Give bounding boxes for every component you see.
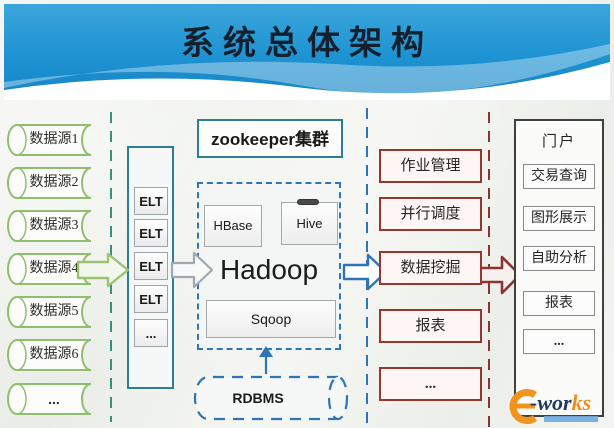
data-source-label: 数据源5 bbox=[29, 304, 79, 319]
rdbms-label: RDBMS bbox=[232, 390, 284, 406]
elt-box: ELT bbox=[134, 285, 168, 313]
elt-box: ... bbox=[134, 319, 168, 347]
data-source-label: 数据源3 bbox=[29, 218, 79, 233]
data-source-label: 数据源4 bbox=[29, 261, 79, 276]
stored-data-icon bbox=[7, 253, 92, 285]
portal-title: 门户 bbox=[541, 134, 576, 150]
elt-box: ELT bbox=[134, 219, 168, 247]
stored-data-icon bbox=[7, 124, 92, 156]
hadoop-label: Hadoop bbox=[219, 254, 319, 285]
page-title: 系统总体架构 bbox=[181, 26, 433, 62]
portal-item-box: 图形展示 bbox=[523, 206, 595, 231]
stored-data-icon bbox=[7, 210, 92, 242]
portal-item-box: ... bbox=[523, 329, 595, 354]
data-source-shape: ... bbox=[7, 383, 101, 415]
stored-data-icon bbox=[7, 296, 92, 328]
banner-background bbox=[4, 4, 610, 100]
portal-item-box: 交易查询 bbox=[523, 164, 595, 189]
service-box: ... bbox=[379, 367, 482, 401]
arrow-rdbms-to-hadoop bbox=[259, 346, 273, 374]
portal-item-box: 报表 bbox=[523, 291, 595, 316]
service-box: 并行调度 bbox=[379, 197, 482, 231]
stored-data-icon bbox=[7, 383, 92, 415]
hive-box: Hive bbox=[281, 202, 338, 245]
arrow-sources-to-elt bbox=[76, 252, 130, 288]
elt-box: ELT bbox=[134, 252, 168, 280]
service-box: 报表 bbox=[379, 309, 482, 343]
elt-box: ELT bbox=[134, 187, 168, 215]
stored-data-icon bbox=[7, 339, 92, 371]
data-source-label: 数据源6 bbox=[29, 347, 79, 362]
data-source-label: ... bbox=[48, 391, 60, 407]
hbase-box: HBase bbox=[204, 205, 262, 247]
rdbms-cylinder: RDBMS bbox=[190, 372, 356, 424]
data-source-shape: 数据源5 bbox=[7, 296, 101, 328]
portal-panel: 门户 交易查询 图形展示 自助分析 报表 ... bbox=[514, 119, 604, 417]
portal-item-box: 自助分析 bbox=[523, 246, 595, 271]
arrow-hadoop-to-services bbox=[342, 253, 388, 291]
title-banner: 系统总体架构 bbox=[4, 4, 610, 100]
eworks-logo-text: -works bbox=[530, 390, 591, 416]
cylinder-icon bbox=[193, 375, 349, 421]
data-source-shape: 数据源4 bbox=[7, 253, 101, 285]
hive-box-tab bbox=[297, 199, 319, 205]
service-box: 数据挖掘 bbox=[379, 251, 482, 285]
eworks-text-left: -wor bbox=[530, 390, 572, 415]
data-source-shape: 数据源3 bbox=[7, 210, 101, 242]
data-source-shape: 数据源1 bbox=[7, 124, 101, 156]
data-source-shape: 数据源2 bbox=[7, 167, 101, 199]
service-box: 作业管理 bbox=[379, 149, 482, 183]
arrow-elt-to-hadoop bbox=[170, 251, 214, 289]
arrow-services-to-portal bbox=[476, 255, 522, 295]
data-source-shape: 数据源6 bbox=[7, 339, 101, 371]
data-source-label: 数据源1 bbox=[29, 132, 79, 147]
eworks-logo: -works bbox=[504, 384, 612, 426]
eworks-logo-bar bbox=[544, 416, 598, 422]
data-source-label: 数据源2 bbox=[29, 175, 79, 190]
eworks-e-icon bbox=[509, 389, 537, 424]
eworks-text-right: ks bbox=[571, 390, 592, 415]
sqoop-box: Sqoop bbox=[206, 300, 336, 338]
zookeeper-cluster-box: zookeeper集群 bbox=[197, 119, 343, 158]
stored-data-icon bbox=[7, 167, 92, 199]
